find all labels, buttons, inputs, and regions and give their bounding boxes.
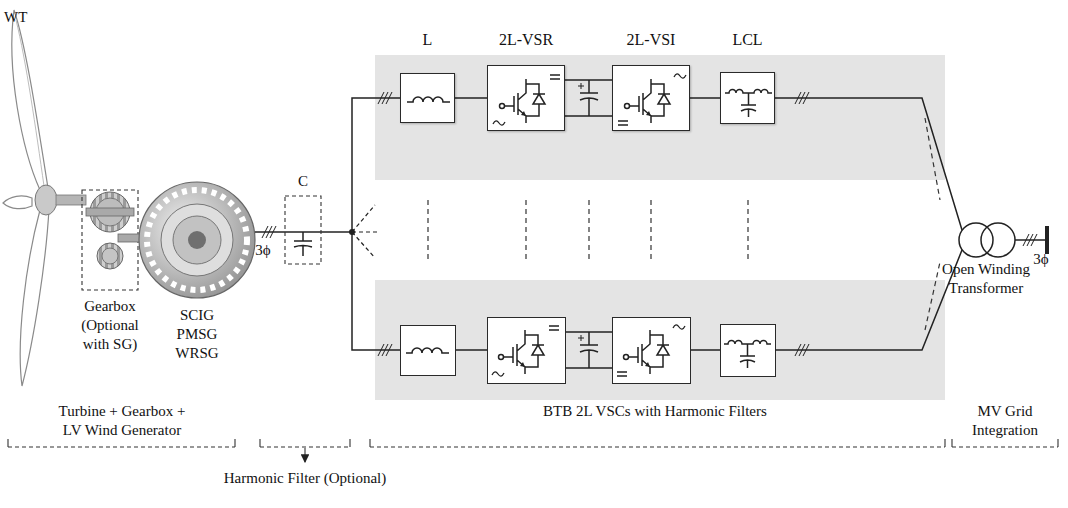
column-heading: 2L-VSI <box>627 31 676 49</box>
section-label: BTB 2L VSCs with Harmonic Filters <box>490 402 820 421</box>
column-heading: 2L-VSR <box>499 31 553 49</box>
generator-types: SCIG PMSG WRSG <box>170 306 224 363</box>
circuit-symbol <box>401 74 456 124</box>
wire <box>690 97 720 99</box>
capacitor-label: C <box>290 172 316 191</box>
lcl-filter-box: LCL <box>720 72 775 124</box>
phase-label: 3ϕ <box>248 241 278 260</box>
gearbox-label: Gearbox (Optional with SG) <box>72 297 148 354</box>
circuit-symbol <box>721 73 776 125</box>
transformer-label: Open Winding Transformer <box>942 260 1030 298</box>
section-label: Harmonic Filter (Optional) <box>195 469 415 488</box>
inverter-box: 2L-VSI <box>612 65 690 131</box>
phase-label: 3ϕ <box>1024 250 1058 269</box>
circuit-symbol <box>488 66 566 132</box>
turbine-label: WT <box>4 8 34 27</box>
column-heading: LCL <box>732 31 762 49</box>
circuit-symbol <box>613 66 691 132</box>
section-label: Turbine + Gearbox + LV Wind Generator <box>52 402 192 440</box>
inductor-filter-box: L <box>400 73 455 123</box>
rectifier-box: 2L-VSR <box>487 65 565 131</box>
column-heading: L <box>423 31 433 49</box>
section-label: MV Grid Integration <box>955 402 1055 440</box>
wire <box>455 97 487 99</box>
